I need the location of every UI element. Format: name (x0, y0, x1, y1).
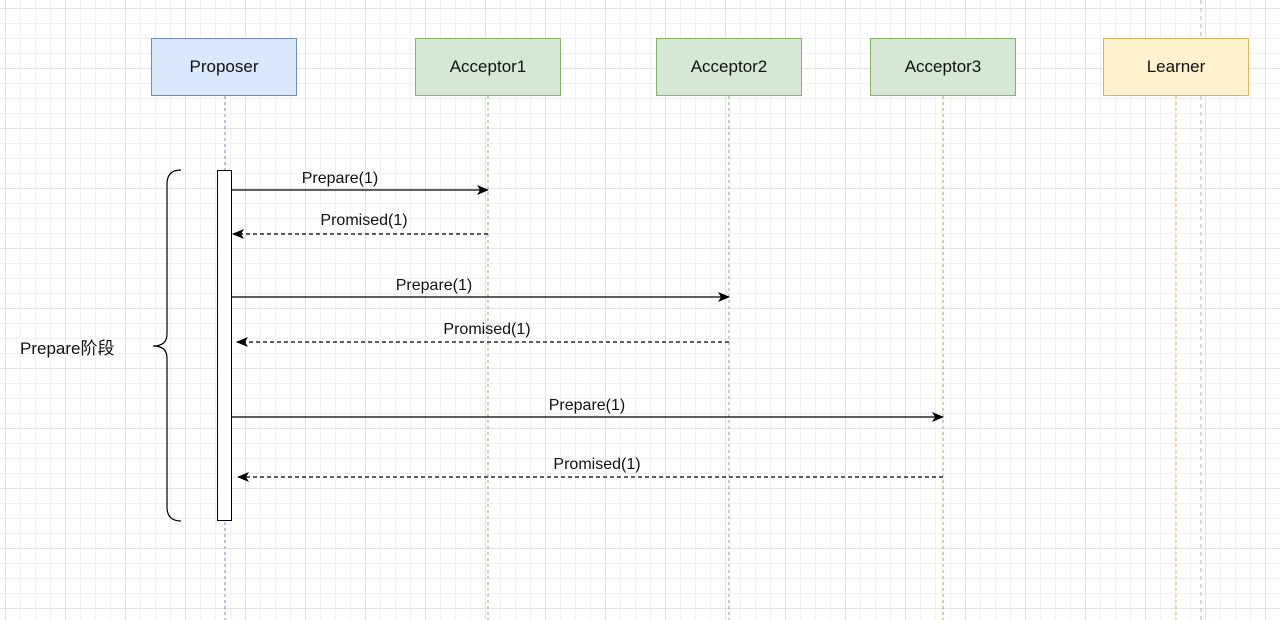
message-label: Prepare(1) (301, 170, 379, 187)
message-label: Prepare(1) (395, 277, 473, 294)
participant-proposer[interactable]: Proposer (151, 38, 297, 96)
participant-acceptor3[interactable]: Acceptor3 (870, 38, 1016, 96)
phase-brace (152, 169, 182, 522)
participant-acceptor1[interactable]: Acceptor1 (415, 38, 561, 96)
message-label: Promised(1) (443, 321, 531, 338)
proposer-activation-bar[interactable] (217, 170, 232, 521)
participant-learner[interactable]: Learner (1103, 38, 1249, 96)
participant-acceptor2[interactable]: Acceptor2 (656, 38, 802, 96)
phase-label: Prepare阶段 (20, 339, 115, 358)
message-label: Prepare(1) (548, 397, 626, 414)
message-label: Promised(1) (553, 456, 641, 473)
message-label: Promised(1) (320, 212, 408, 229)
